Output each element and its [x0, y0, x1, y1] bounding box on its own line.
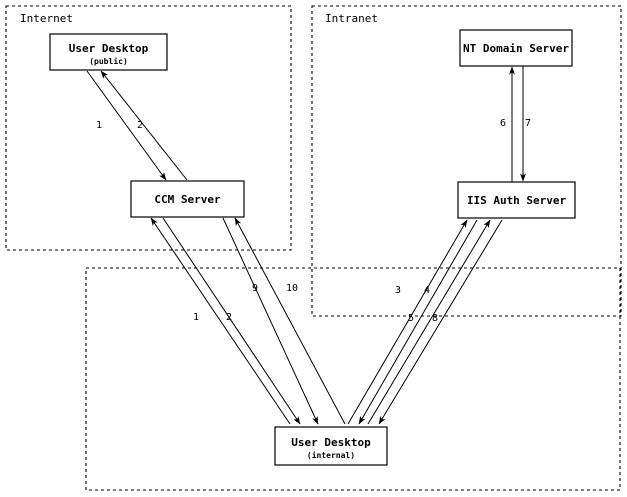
node-iis-auth-server[interactable]: IIS Auth Server [457, 181, 576, 219]
edge-8-iis-to-internal [378, 219, 503, 425]
edge-label-2-public: 2 [137, 120, 143, 131]
node-user-desktop-public[interactable]: User Desktop (public) [49, 33, 168, 71]
zone-intranet-label: Intranet [325, 12, 378, 25]
node-user-desktop-internal-subtitle: (internal) [307, 450, 355, 460]
edge-9-ccm-to-internal [222, 217, 319, 425]
edge-label-6: 6 [500, 118, 506, 129]
edge-10-internal-to-ccm [234, 217, 346, 425]
edge-label-9: 9 [252, 283, 258, 294]
node-nt-domain-server-box[interactable] [459, 29, 573, 67]
edge-label-1-public: 1 [96, 120, 102, 131]
edge-1-public-to-ccm [86, 70, 167, 181]
zone-internal-border [85, 267, 621, 491]
edge-1b-internal-to-ccm [150, 217, 291, 425]
edge-label-5: 5 [408, 313, 414, 324]
edge-5-internal-to-iis [367, 219, 491, 425]
node-user-desktop-public-subtitle: (public) [89, 56, 128, 66]
node-nt-domain-server[interactable]: NT Domain Server [459, 29, 573, 67]
node-iis-auth-server-box[interactable] [457, 181, 576, 219]
edge-label-10: 10 [286, 283, 298, 294]
edge-4-iis-to-internal [358, 219, 478, 425]
zone-intranet: Intranet [311, 5, 622, 317]
edge-label-2-internal: 2 [226, 312, 232, 323]
zone-internet-border [5, 5, 292, 251]
node-ccm-server-title: CCM Server [154, 193, 221, 206]
edge-label-3: 3 [395, 285, 401, 296]
zone-internet-label: Internet [20, 12, 73, 25]
node-user-desktop-public-title: User Desktop [69, 42, 149, 55]
node-nt-domain-server-title: NT Domain Server [463, 42, 569, 55]
node-user-desktop-public-box[interactable] [49, 33, 168, 71]
edge-2-ccm-to-public [100, 70, 188, 181]
edge-label-4: 4 [424, 285, 430, 296]
zone-internal-network [85, 267, 621, 491]
node-ccm-server-box[interactable] [130, 180, 245, 218]
zone-internet: Internet [5, 5, 292, 251]
edge-3-internal-to-iis [347, 219, 468, 425]
node-user-desktop-internal[interactable]: User Desktop (internal) [274, 426, 388, 466]
zone-intranet-border [311, 5, 622, 317]
edge-label-8: 8 [432, 313, 438, 324]
edge-label-1-internal: 1 [193, 312, 199, 323]
node-user-desktop-internal-title: User Desktop [291, 436, 371, 449]
edge-label-7: 7 [525, 118, 531, 129]
node-ccm-server[interactable]: CCM Server [130, 180, 245, 218]
edge-2b-ccm-to-internal [162, 217, 301, 425]
node-user-desktop-internal-box[interactable] [274, 426, 388, 466]
node-iis-auth-server-title: IIS Auth Server [467, 194, 567, 207]
